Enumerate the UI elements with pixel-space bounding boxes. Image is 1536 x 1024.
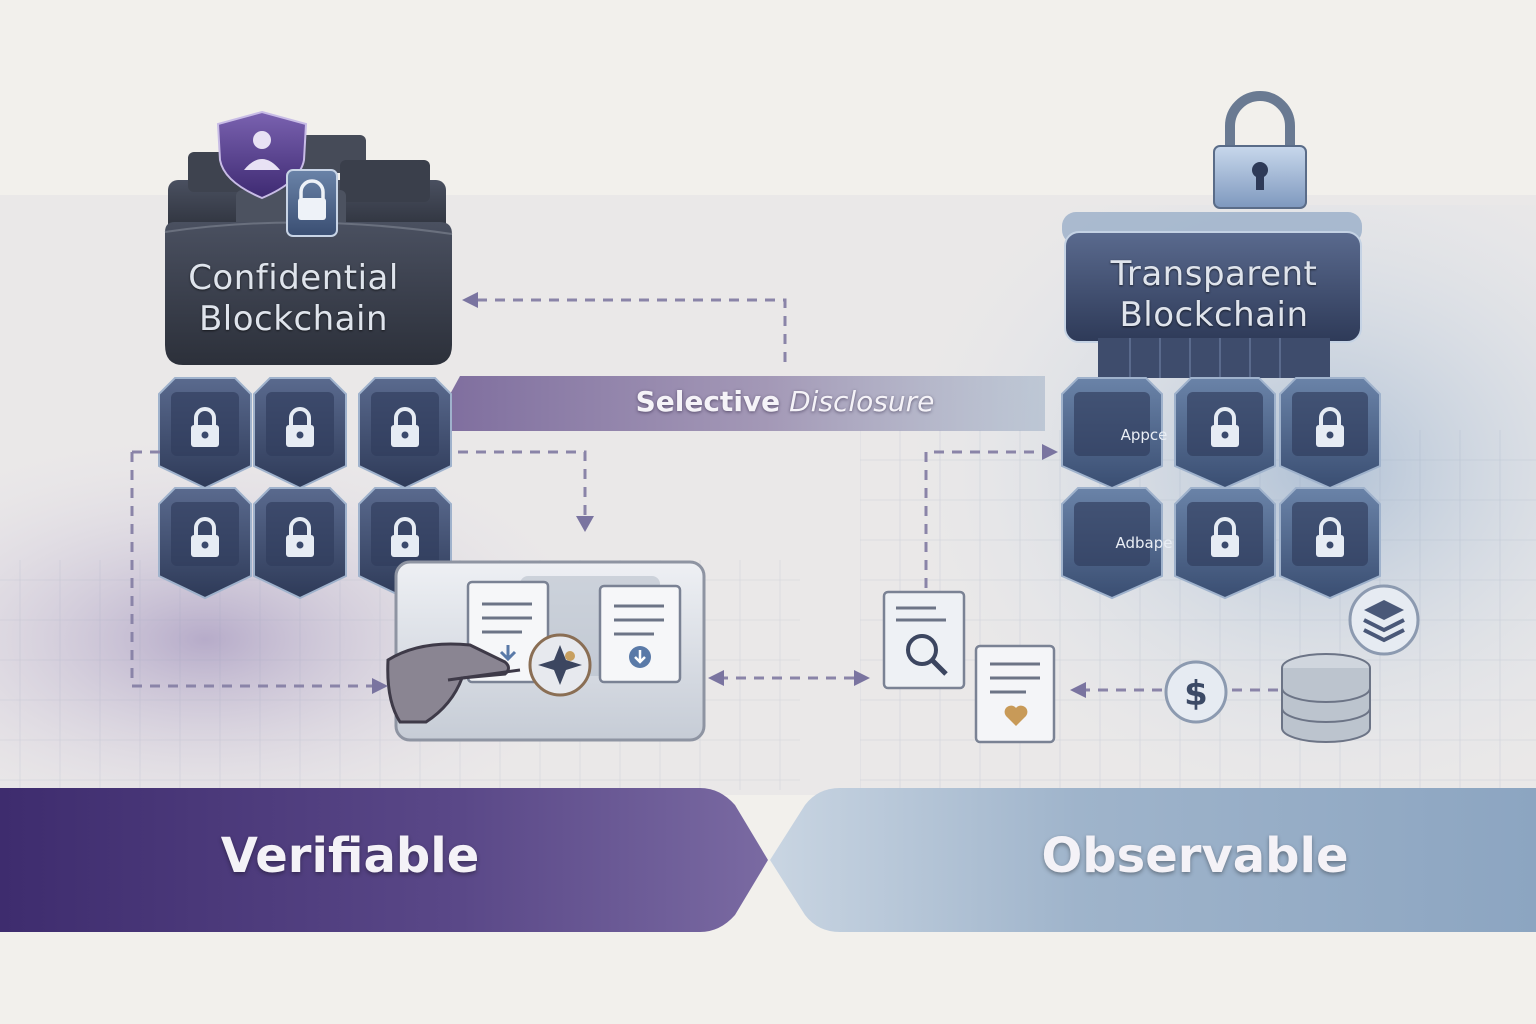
right-lock-cube <box>1279 377 1381 490</box>
confidential-title-line1: Confidential <box>188 258 399 298</box>
padlock-icon <box>286 517 314 557</box>
cube-text-row2: Adbape <box>1115 534 1173 552</box>
padlock-icon <box>391 407 419 447</box>
selective-disclosure-bridge <box>430 376 1045 431</box>
confidential-title-line2: Blockchain <box>198 298 389 339</box>
svg-text:$: $ <box>1184 674 1208 714</box>
left-lock-cube <box>158 487 252 600</box>
left-lock-cube <box>358 377 452 490</box>
database-stack-icon <box>1281 653 1371 743</box>
transparent-blockchain-block <box>1062 212 1362 378</box>
magnifier-document-icon <box>882 590 966 690</box>
transparent-title-line1: Transparent <box>1110 254 1318 294</box>
left-lock-cube <box>253 377 347 490</box>
selective-disclosure-label: Selective Disclosure <box>560 385 1010 419</box>
right-lock-cube <box>1061 377 1163 490</box>
selective-word: Selective <box>635 385 781 418</box>
left-lock-cube <box>253 487 347 600</box>
transparent-title: Transparent Blockchain <box>1075 254 1353 336</box>
dollar-coin-icon: $ <box>1164 660 1228 724</box>
padlock-icon <box>1211 407 1239 447</box>
arrowhead-to-doc <box>1070 682 1086 698</box>
arrow-to-transparent <box>924 450 1048 588</box>
heart-document-icon <box>974 644 1056 744</box>
document-download-icon <box>598 584 682 684</box>
transparent-title-line2: Blockchain <box>1119 294 1309 335</box>
padlock-icon <box>286 407 314 447</box>
right-lock-cube <box>1174 377 1276 490</box>
arrowhead-left-mid <box>708 670 724 686</box>
arrow-to-panel <box>458 450 587 518</box>
left-cube-grid <box>158 377 452 600</box>
padlock-icon <box>1211 517 1239 557</box>
shield-user-icon <box>216 110 308 200</box>
observable-band <box>770 788 1536 932</box>
arrowhead-right-mid <box>854 670 870 686</box>
right-lock-cube <box>1061 487 1163 600</box>
arrowhead-to-transparent <box>1042 444 1058 460</box>
arrowhead-down <box>576 516 594 532</box>
left-lock-cube <box>158 377 252 490</box>
cube-text-row1: Appce <box>1120 426 1168 444</box>
verified-badge-icon <box>528 633 592 697</box>
verifiable-band <box>0 788 768 932</box>
right-lock-cube <box>1279 487 1381 600</box>
arrowhead-left-top <box>462 292 478 308</box>
confidential-title: Confidential Blockchain <box>165 258 422 340</box>
padlock-icon <box>1316 407 1344 447</box>
layers-coin-icon <box>1348 584 1420 656</box>
pointing-hand-icon <box>386 642 521 724</box>
top-padlock-icon <box>1213 91 1307 209</box>
verifiable-label: Verifiable <box>220 828 480 884</box>
padlock-icon <box>1316 517 1344 557</box>
padlock-icon <box>191 517 219 557</box>
padlock-icon <box>391 517 419 557</box>
disclosure-word: Disclosure <box>789 385 935 418</box>
padlock-icon <box>286 169 338 237</box>
padlock-icon <box>191 407 219 447</box>
right-lock-cube <box>1174 487 1276 600</box>
arrow-loop-left <box>130 450 380 688</box>
arrowhead-right-loop <box>372 678 388 694</box>
arrow-to-confidential <box>470 298 787 362</box>
right-cube-grid <box>1061 377 1381 600</box>
observable-label: Observable <box>1041 828 1349 884</box>
